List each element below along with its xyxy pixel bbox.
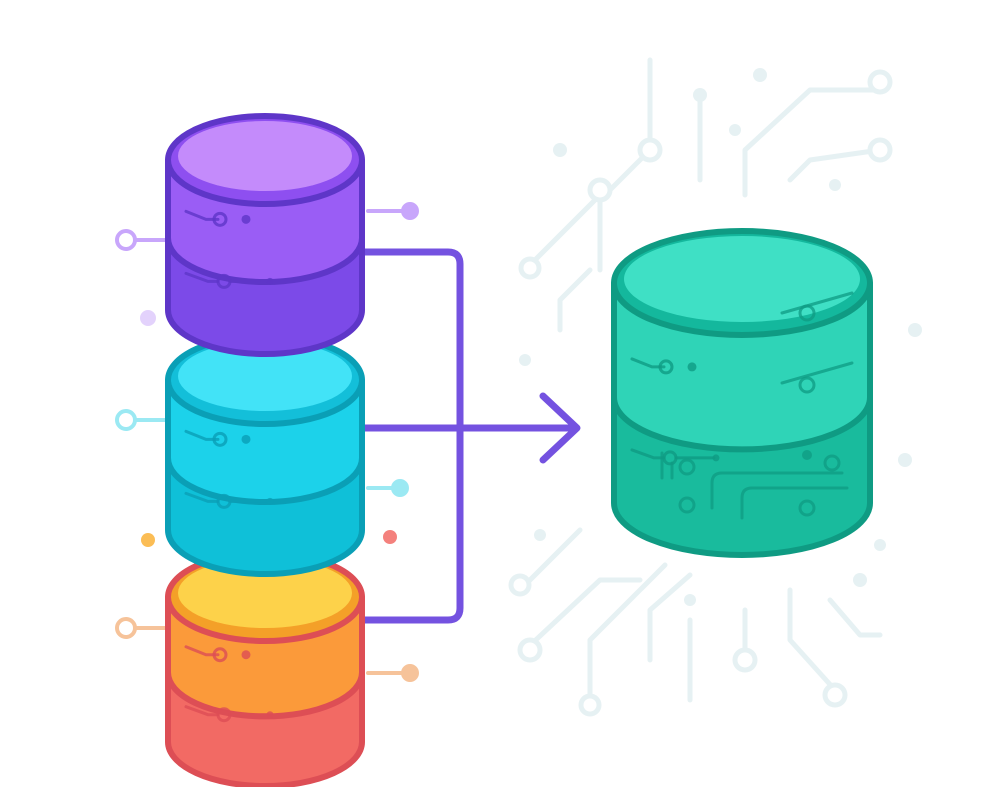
circuit-dot	[853, 573, 867, 587]
circuit-dot	[693, 88, 707, 102]
circuit-node	[578, 693, 602, 717]
circuit-mark	[780, 291, 854, 315]
circuit-trace	[557, 267, 593, 333]
circuit-mark-node	[798, 376, 816, 394]
circuit-mark-node	[658, 359, 674, 375]
cylinder-top	[178, 341, 352, 411]
circuit-trace	[787, 587, 838, 693]
pin-node	[115, 229, 137, 251]
circuit-mark	[184, 705, 220, 717]
circuit-mark-dot	[266, 497, 274, 505]
circuit-mark	[710, 471, 844, 510]
circuit-trace	[827, 597, 883, 638]
circuit-mark	[740, 486, 849, 520]
cylinder-top	[178, 121, 352, 191]
circuit-dot	[534, 529, 546, 541]
pin-node	[391, 479, 409, 497]
circuit-mark-dot	[241, 434, 251, 444]
circuit-mark-node	[823, 454, 841, 472]
circuit-mark-dot	[266, 711, 274, 719]
circuit-mark-dot	[241, 650, 251, 660]
circuit-dot	[519, 354, 531, 366]
circuit-trace	[597, 57, 653, 273]
decor-dot	[383, 530, 397, 544]
source-cylinder-orange-red	[115, 550, 419, 787]
circuit-mark-dot	[241, 214, 251, 224]
circuit-node	[867, 69, 893, 95]
circuit-mark-node	[798, 304, 816, 322]
circuit-node	[518, 256, 542, 280]
circuit-dot	[553, 143, 567, 157]
pin-node	[115, 617, 137, 639]
cylinder-top	[624, 236, 860, 322]
circuit-mark-node	[678, 458, 696, 476]
circuit-mark-dot	[802, 450, 812, 460]
circuit-dot	[684, 594, 696, 606]
circuit-dot	[753, 68, 767, 82]
source-cylinder-cyan	[115, 333, 409, 577]
arrow-head-icon	[539, 392, 581, 464]
source-cylinder-purple	[115, 113, 419, 357]
cylinder-top	[178, 558, 352, 628]
circuit-trace	[527, 192, 603, 268]
circuit-mark-dot	[266, 277, 274, 285]
circuit-dot	[908, 323, 922, 337]
circuit-mark-node	[678, 496, 696, 514]
circuit-dot	[898, 453, 912, 467]
circuit-mark-dot	[687, 362, 697, 372]
circuit-node	[637, 137, 663, 163]
circuit-node	[587, 177, 613, 203]
decor-dot	[140, 310, 156, 326]
pin-node	[115, 409, 137, 431]
circuit-trace	[522, 577, 643, 653]
target-cylinder	[611, 228, 873, 558]
circuit-node	[867, 137, 893, 163]
circuit-dot	[729, 124, 741, 136]
circuit-dot	[874, 539, 886, 551]
circuit-node	[732, 647, 758, 673]
circuit-trace	[742, 87, 883, 198]
circuit-trace	[647, 572, 693, 663]
connector-group	[358, 248, 581, 624]
circuit-mark	[780, 361, 854, 385]
circuit-mark	[184, 271, 220, 283]
circuit-mark-dot	[712, 454, 720, 462]
circuit-node	[822, 682, 848, 708]
circuit-mark	[184, 491, 220, 503]
circuit-trace	[787, 147, 883, 183]
pin-node	[401, 664, 419, 682]
circuit-mark-node	[212, 211, 228, 227]
decor-dot	[141, 533, 155, 547]
circuit-node	[508, 573, 532, 597]
pin-node	[401, 202, 419, 220]
circuit-node	[517, 637, 543, 663]
circuit-trace	[587, 562, 668, 703]
connector-line-purple	[358, 248, 464, 624]
circuit-mark-node	[212, 647, 228, 663]
circuit-background	[508, 57, 922, 717]
circuit-dot	[829, 179, 841, 191]
circuit-mark-node	[212, 431, 228, 447]
circuit-mark-node	[798, 499, 816, 517]
